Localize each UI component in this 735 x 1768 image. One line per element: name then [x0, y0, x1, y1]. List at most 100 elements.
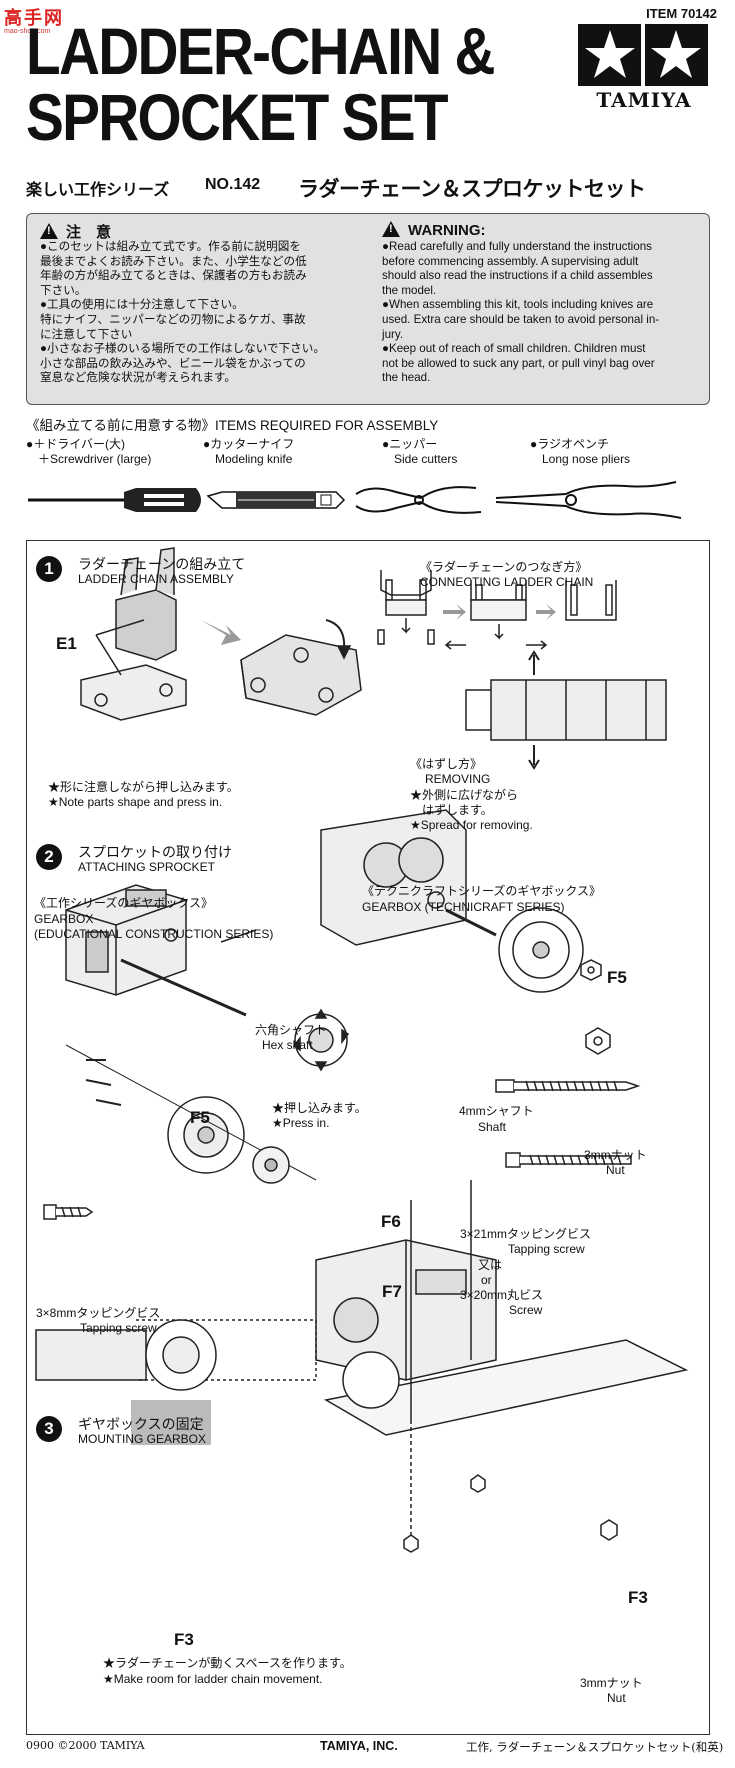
hub-f7 — [252, 1146, 290, 1184]
nut-3mm-en: Nut — [606, 1163, 625, 1177]
press-in-en: ★Press in. — [272, 1116, 330, 1130]
educational-gearbox — [65, 884, 257, 1017]
tool-en: ＋Screwdriver (large) — [38, 452, 152, 466]
series-number: NO.142 — [205, 176, 261, 193]
tapping-screw-21-jp: 3×21mmタッピングビス — [460, 1227, 592, 1241]
connect-title-jp: 《ラダーチェーンのつなぎ方》 — [420, 560, 588, 574]
warning-en-line: used. Extra care should be taken to avoi… — [382, 312, 660, 326]
screw-3x21-icon — [495, 1079, 641, 1093]
remove-title-en: REMOVING — [425, 772, 491, 786]
gearbox-edu-en-1: GEARBOX — [34, 912, 94, 926]
sprocket-f6 — [292, 1008, 350, 1072]
tapping-screw-21-en: Tapping screw — [508, 1242, 585, 1256]
instructions-frame — [26, 540, 710, 1735]
tool-jp: ●カッターナイフ — [203, 437, 295, 451]
spread-note-en: ★Spread for removing. — [410, 818, 533, 832]
item-code: ITEM 70142 — [646, 6, 717, 21]
warning-en-line: the head. — [382, 371, 431, 385]
warning-jp-line: 最後までよくお読み下さい。また、小学生などの低 — [40, 254, 307, 268]
remove-title-jp: 《はずし方》 — [410, 757, 483, 771]
step-3-title-jp: ギヤボックスの固定 — [78, 1416, 204, 1432]
sprocket-f5-tech — [498, 907, 584, 993]
warning-jp-line: ●工具の使用には十分注意して下さい。 — [40, 298, 244, 312]
step-1-title-en: LADDER CHAIN ASSEMBLY — [78, 572, 234, 586]
footer-code: 0900 ©2000 TAMIYA — [26, 1739, 145, 1752]
part-f5-label-edu: F5 — [190, 1108, 210, 1127]
warning-en-line: before commencing assembly. A supervisin… — [382, 254, 639, 268]
shaft-4mm-en: Shaft — [478, 1120, 507, 1134]
technicraft-gearbox — [320, 809, 497, 946]
shaft-4mm-jp: 4mmシャフト — [459, 1104, 534, 1118]
series-jp: 楽しい工作シリーズ — [26, 182, 170, 199]
mounted-gearbox-assembly — [315, 1180, 689, 1553]
nut-3mm-jp: 3mmナット — [584, 1148, 647, 1162]
ladder-chain-part-e1 — [80, 547, 187, 721]
knife-icon — [206, 491, 346, 509]
or-en: or — [481, 1273, 492, 1287]
or-jp: 又は — [478, 1258, 503, 1272]
nut-icon — [580, 959, 611, 1055]
warning-jp-line: 小さな部品の飲み込みや、ビニール袋をかぶっての — [40, 356, 306, 370]
warning-jp-body: ●このセットは組み立て式です。作る前に説明図を 最後までよくお読み下さい。また、… — [40, 240, 370, 386]
watermark-text: 高手网 — [4, 8, 64, 28]
step-1-title-jp: ラダーチェーンの組み立て — [78, 556, 246, 572]
side-cutters-icon — [355, 486, 482, 514]
step-3-note-jp: ★ラダーチェーンが動くスペースを作ります。 — [103, 1656, 352, 1670]
footer-company: TAMIYA, INC. — [320, 1739, 398, 1753]
tapping-screw-8-jp: 3×8mmタッピングビス — [36, 1306, 161, 1320]
warning-en-line: the model. — [382, 283, 437, 297]
tool-pliers-label: ●ラジオペンチ Long nose pliers — [530, 437, 630, 467]
tool-en: Side cutters — [394, 452, 458, 466]
removing-chain-diagram — [465, 650, 667, 770]
step-1-note-jp: ★形に注意しながら押し込みます。 — [48, 780, 239, 794]
step-3-nut-en: Nut — [607, 1691, 626, 1705]
hex-shaft-jp: 六角シャフト — [255, 1023, 328, 1037]
required-items-title: 《組み立てる前に用意する物》ITEMS REQUIRED FOR ASSEMBL… — [26, 418, 439, 433]
screwdriver-icon — [28, 488, 201, 512]
step-3-note-en: ★Make room for ladder chain movement. — [103, 1672, 323, 1686]
warning-en-line: jury. — [382, 327, 404, 341]
tool-jp: ●ラジオペンチ — [530, 437, 610, 451]
step-2-number: 2 — [36, 844, 62, 870]
warning-en-line: ●When assembling this kit, tools includi… — [382, 298, 654, 312]
warning-jp-line: 下さい。 — [40, 283, 87, 297]
tamiya-star-logo — [578, 24, 708, 86]
warning-en-title: WARNING: — [408, 222, 486, 239]
watermark-sub: mao-shoo.com — [4, 28, 51, 35]
chain-with-sprocket-detail — [35, 1319, 317, 1445]
connect-title-en: CONNECTING LADDER CHAIN — [420, 575, 594, 589]
product-name-jp: ラダーチェーン＆スプロケットセット — [298, 178, 646, 201]
part-f7-label: F7 — [382, 1282, 402, 1301]
tools-illustration — [28, 481, 682, 519]
part-f5-label-tech: F5 — [607, 968, 627, 987]
brand-name: TAMIYA — [596, 88, 692, 112]
warning-en-body: ●Read carefully and fully understand the… — [382, 240, 700, 386]
spread-note-jp-1: ★外側に広げながら — [410, 788, 519, 802]
warning-en-line: not be allowed to suck any part, or pull… — [382, 356, 655, 370]
hex-shaft-en: Hex shaft — [262, 1038, 313, 1052]
tool-en: Long nose pliers — [542, 452, 631, 466]
tool-screwdriver-label: ●＋ドライバー(大) ＋Screwdriver (large) — [26, 437, 151, 467]
connecting-ladder-chain-diagram — [377, 570, 617, 650]
long-nose-pliers-icon — [495, 481, 682, 519]
warning-jp-line: 窒息など危険な状況が考えられます。 — [40, 371, 236, 385]
ladder-chain-assembled — [240, 619, 362, 716]
screw-20-jp: 3×20mm丸ビス — [460, 1288, 544, 1302]
gearbox-tech-jp: 《テクニクラフトシリーズのギヤボックス》 — [362, 884, 602, 898]
step-3-title-en: MOUNTING GEARBOX — [78, 1432, 207, 1446]
warning-jp-title: 注 意 — [66, 224, 112, 241]
tool-en: Modeling knife — [215, 452, 293, 466]
watermark: 高手网 mao-shoo.com — [4, 4, 64, 35]
warning-jp-line: 特にナイフ、ニッパーなどの刃物によるケガ、事故 — [40, 312, 306, 326]
part-e1-label: E1 — [56, 634, 77, 653]
tapping-screw-8-en: Tapping screw — [80, 1321, 157, 1335]
step-3-nut-jp: 3mmナット — [580, 1676, 643, 1690]
gearbox-edu-jp: 《工作シリーズのギヤボックス》 — [34, 896, 214, 910]
warning-en-line: ●Read carefully and fully understand the… — [382, 240, 652, 253]
screw-3x8-icon — [43, 1204, 94, 1220]
warning-box — [26, 213, 710, 405]
screw-3x20-icon — [505, 1152, 632, 1168]
sprocket-f5-edu — [65, 1044, 317, 1181]
warning-jp-line: ●このセットは組み立て式です。作る前に説明図を — [40, 240, 301, 253]
step-2-title-en: ATTACHING SPROCKET — [78, 860, 215, 874]
